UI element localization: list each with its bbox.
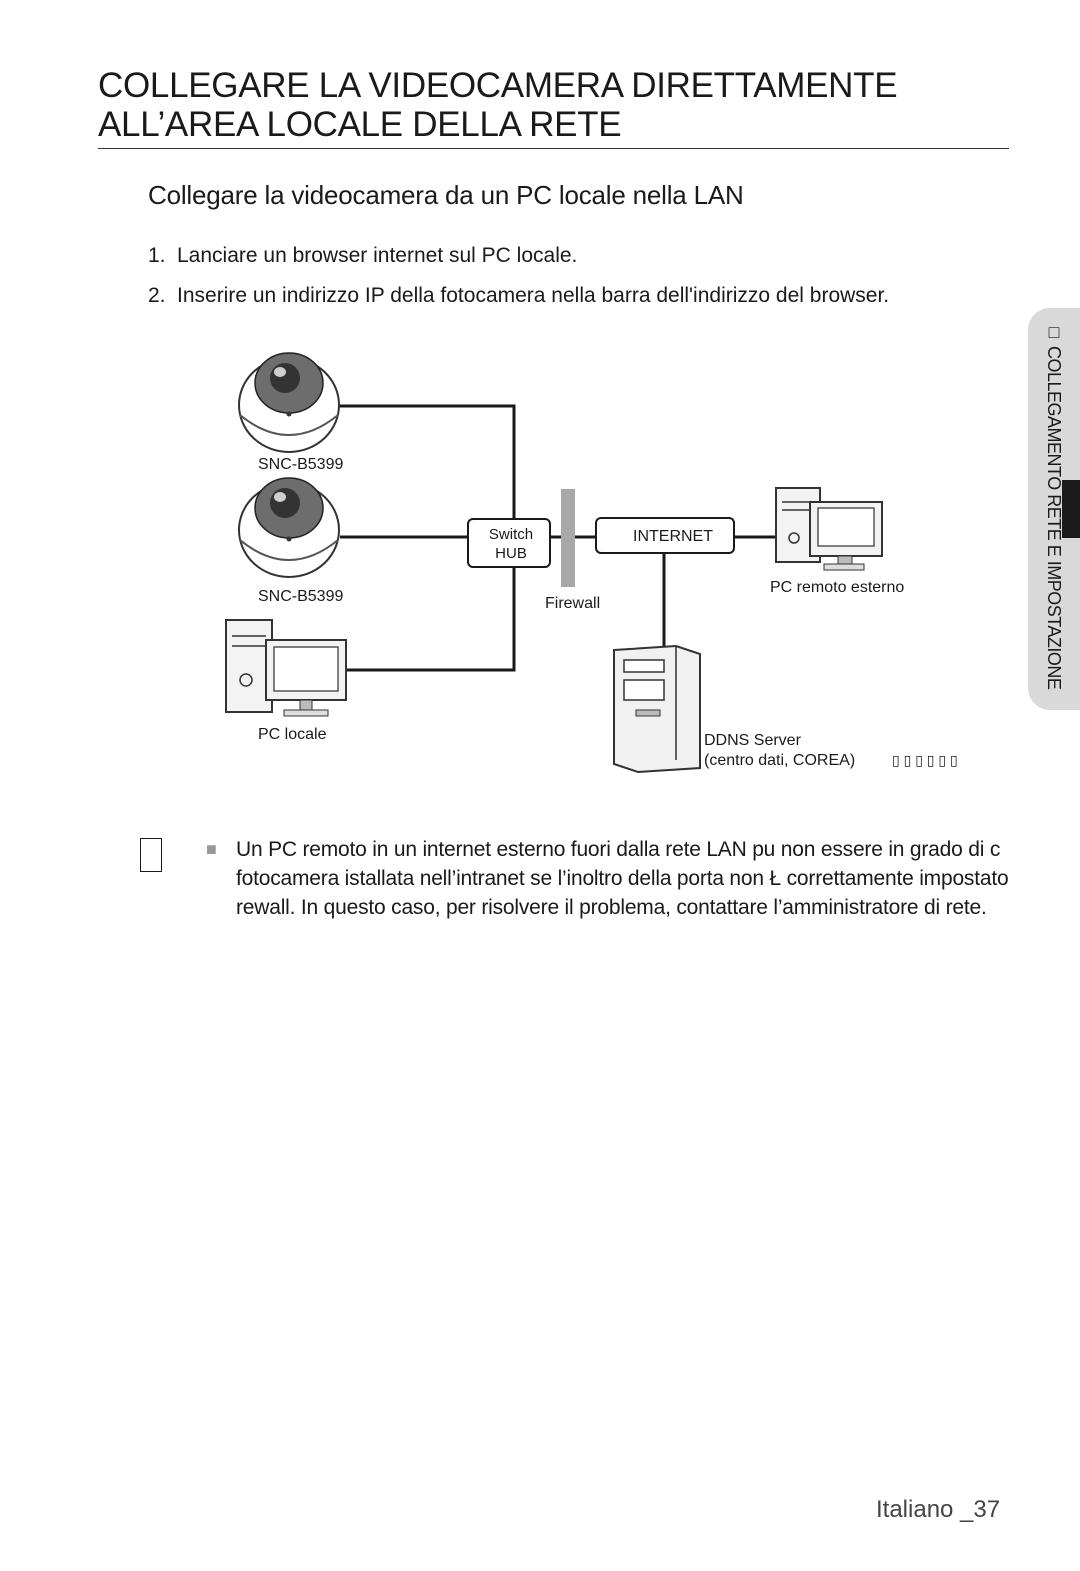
ddns-server-label: DDNS Server [704,732,802,749]
note-text: Un PC remoto in un internet esterno fuor… [236,835,1080,922]
step-number: 2. [148,284,166,307]
step-text: Inserire un indirizzo IP della fotocamer… [177,284,890,307]
firewall-label: Firewall [545,595,600,612]
note-icon [140,838,162,872]
step-item: 2. Inserire un indirizzo IP della fotocam… [148,281,889,321]
page-title-line-2: ALL’AREA LOCALE DELLA RETE [98,105,622,144]
page-footer: Italiano _37 [876,1496,1001,1523]
page-title: COLLEGARE LA VIDEOCAMERA DIRETTAMENTE AL… [98,66,1008,144]
connection-lines [338,404,776,672]
camera1-link [338,404,516,537]
step-item: 1. Lanciare un browser internet sul PC lo… [148,241,889,281]
step-text: Lanciare un browser internet sul PC loca… [177,244,578,267]
hub-label: HUB [495,545,527,562]
chapter-side-tab-label: □ COLLEGAMENTO RETE E IMPOSTAZIONE [1044,322,1064,690]
page-title-line-1: COLLEGARE LA VIDEOCAMERA DIRETTAMENTE [98,66,898,105]
section-subtitle: Collegare la videocamera da un PC locale… [148,180,744,210]
camera1-label: SNC-B5399 [258,456,343,473]
camera-dome-icon [238,477,340,578]
camera2-label: SNC-B5399 [258,588,343,605]
title-divider [98,148,1009,149]
pc-local-link [346,566,516,672]
internet-label: INTERNET [633,528,713,545]
chapter-tab-marker [1062,480,1080,538]
note-line: Un PC remoto in un internet esterno fuor… [236,838,1001,861]
note-bullet-icon: ■ [206,839,217,859]
pc-local-icon [225,619,347,717]
pc-local-label: PC locale [258,726,327,743]
switch-label: Switch [489,526,533,543]
pc-remote-label: PC remoto esterno [770,579,904,596]
pc-remote-icon [775,487,883,571]
internet-box: INTERNET [595,517,735,554]
ddns-extra-glyphs: ▯ ▯ ▯ ▯ ▯ ▯ [892,752,958,768]
firewall-bar [561,489,575,587]
switch-hub-box: Switch HUB [467,518,551,568]
ddns-location-label: (centro dati, COREA) [704,752,855,769]
note-line: fotocamera istallata nell’intranet se l’… [236,867,1009,890]
steps-list: 1. Lanciare un browser internet sul PC lo… [148,241,889,321]
network-diagram: Switch HUB INTERNET SNC-B5399 SNC-B5399 … [225,352,958,774]
ddns-server-icon [613,644,701,774]
camera-dome-icon [238,352,340,453]
step-number: 1. [148,244,166,267]
note-line: rewall. In questo caso, per risolvere il… [236,896,987,919]
